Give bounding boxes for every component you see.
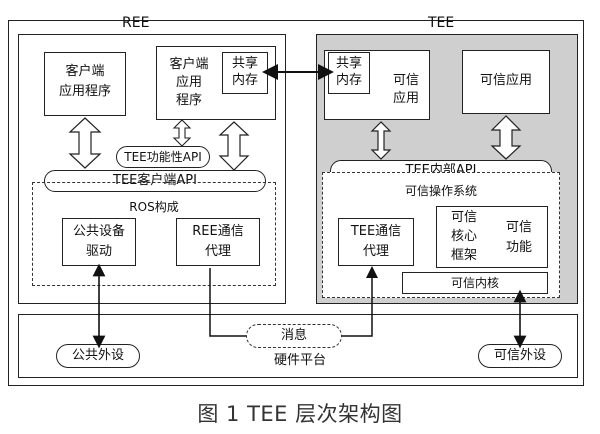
public-driver-label: 公共设备 驱动 [72,224,125,259]
tee-shared-mem-label: 共享 内存 [335,56,362,88]
ros-label: ROS构成 [129,200,179,214]
figure-caption: 图 1 TEE 层次架构图 [197,402,403,426]
ree-label: REE [122,15,150,31]
tee-comm-agent-box [338,218,414,266]
ree-comm-agent-box [176,218,260,266]
trusted-core-box [436,206,548,268]
trusted-func-label: 可信 功能 [505,220,532,255]
public-driver-box [62,218,136,266]
trusted-kernel-label: 可信内核 [450,276,499,290]
tee-client-api-label: TEE客户端API [113,173,197,188]
tee-trusted-app2-label: 可信应用 [479,73,532,88]
tee-shared-mem-box [328,52,370,94]
tee-func-api-pill: TEE功能性API [116,146,210,168]
trusted-core-fw-label: 可信 核心 框架 [450,210,477,263]
tee-comm-agent-label: TEE通信 代理 [350,224,402,259]
ree-client-app2-label: 客户端 应用 程序 [169,57,209,108]
trusted-kernel-box [402,272,548,294]
message-pill: 消息 [246,324,342,348]
trusted-peripheral-label: 可信外设 [493,348,546,363]
hardware-platform-label: 硬件平台 [273,353,326,368]
ros-region [32,182,276,286]
public-peripheral-pill: 公共外设 [56,344,140,368]
ree-client-app-label: 客户端 应用程序 [58,64,111,99]
ree-shared-mem-box [222,52,268,94]
tee-trusted-app1-label: 可信 应用 [392,73,419,106]
public-peripheral-label: 公共外设 [71,348,124,363]
ree-shared-mem-label: 共享 内存 [231,56,258,88]
ree-comm-agent-label: REE通信 代理 [192,224,244,259]
tee-trusted-app2-box [462,50,550,114]
trusted-peripheral-pill: 可信外设 [478,344,562,368]
tee-client-api-pill: TEE客户端API [44,170,266,192]
tee-label: TEE [428,15,455,31]
ree-client-app-box [44,52,126,116]
tee-func-api-label: TEE功能性API [124,150,202,164]
trusted-os-label: 可信操作系统 [404,184,477,198]
message-label: 消息 [280,328,307,343]
